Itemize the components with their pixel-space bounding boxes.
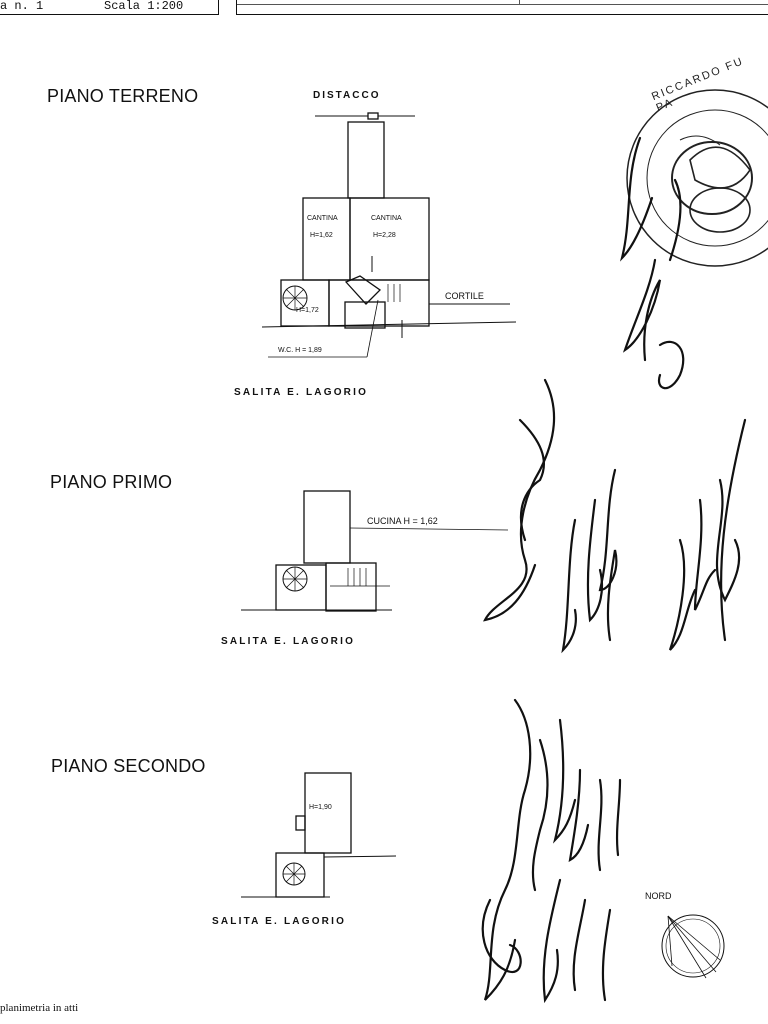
street-label-secondo: SALITA E. LAGORIO	[212, 916, 347, 927]
stair-height-label: H=1,72	[296, 307, 319, 314]
header-cell-right	[236, 0, 768, 15]
room-height-secondo: H=1,90	[309, 804, 332, 811]
footer-note: planimetria in atti	[0, 1002, 79, 1014]
handwritten-signatures	[481, 136, 747, 1004]
room-height-cantina-2: H=2,28	[373, 232, 396, 239]
floor-title-terreno: PIANO TERRENO	[47, 86, 199, 106]
wc-label: W.C. H = 1,89	[278, 347, 322, 354]
cortile-label: CORTILE	[445, 291, 484, 301]
floor-title-primo: PIANO PRIMO	[50, 472, 173, 492]
cucina-label: CUCINA H = 1,62	[367, 516, 438, 526]
north-label: NORD	[645, 891, 672, 901]
room-name-cantina-1: CANTINA	[307, 215, 338, 222]
header-cell-left: a n. 1 Scala 1:200	[0, 0, 219, 15]
sheet-label: a n. 1	[0, 0, 44, 13]
distacco-label: DISTACCO	[313, 90, 381, 101]
room-name-cantina-2: CANTINA	[371, 215, 402, 222]
stamp-seal	[626, 89, 768, 267]
room-height-cantina-1: H=1,62	[310, 232, 333, 239]
street-label-primo: SALITA E. LAGORIO	[221, 636, 356, 647]
header-strip: a n. 1 Scala 1:200	[0, 0, 768, 16]
scale-label: Scala 1:200	[104, 0, 184, 13]
floor-title-secondo: PIANO SECONDO	[51, 756, 206, 776]
street-label-terreno: SALITA E. LAGORIO	[234, 387, 369, 398]
